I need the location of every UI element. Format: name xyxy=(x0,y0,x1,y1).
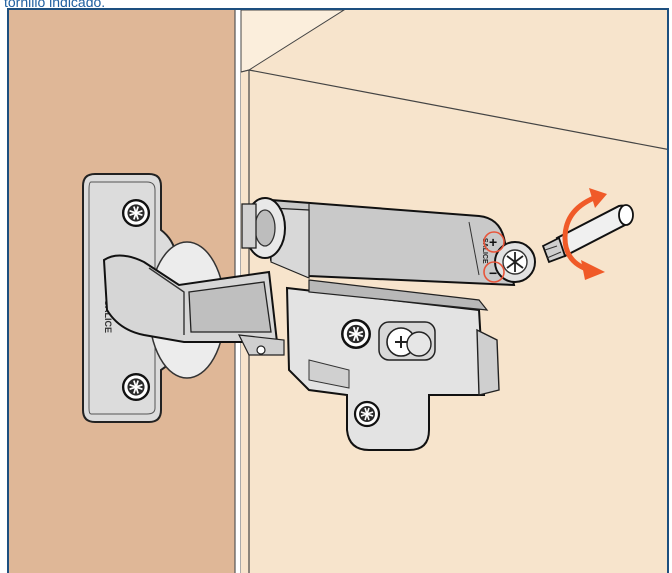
illustration-frame: SALICE xyxy=(7,8,669,573)
hinge-damper-illustration: SALICE xyxy=(9,10,667,573)
highlight-circle-icon xyxy=(483,231,505,253)
screw-icon xyxy=(121,372,151,402)
plus-symbol: + xyxy=(489,234,497,250)
plate-brand-text: SALICE xyxy=(103,300,113,333)
hinge-mounting-base xyxy=(285,286,500,451)
minus-symbol: − xyxy=(489,265,497,281)
highlight-circle-icon xyxy=(483,261,505,283)
screw-icon xyxy=(353,400,381,428)
hinge-arm xyxy=(102,254,285,356)
instruction-caption: tornillo indicado. xyxy=(4,0,106,10)
soft-close-damper: SALICE + − xyxy=(241,197,536,311)
screw-icon xyxy=(121,198,151,228)
screwdriver-icon xyxy=(541,204,634,264)
screw-icon xyxy=(341,319,371,349)
damper-brand-text: SALICE xyxy=(481,238,488,264)
rotation-arrow-icon xyxy=(562,188,607,280)
